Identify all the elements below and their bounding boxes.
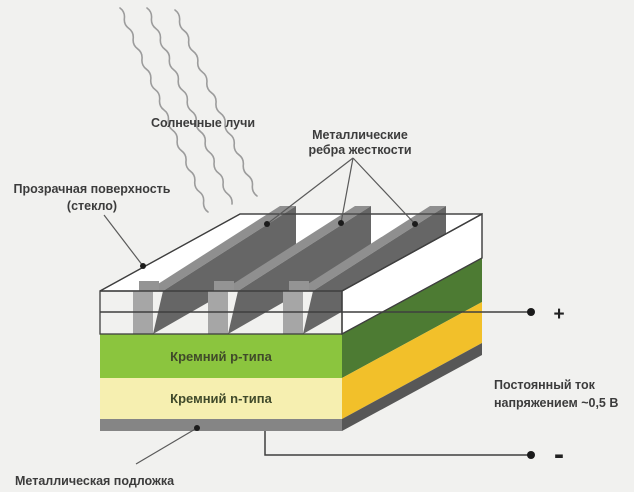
glass-label-line1: Прозрачная поверхность: [14, 182, 171, 196]
rib-2-side-face: [228, 206, 371, 334]
plus-terminal-dot: [527, 308, 535, 316]
n-layer-side: [342, 302, 482, 419]
glass-leader-dot: [140, 263, 146, 269]
sun-ray-2: [146, 7, 233, 205]
glass-label-line2: (стекло): [67, 199, 117, 213]
glass-side-outline: [341, 212, 483, 336]
ribs-label-line2: ребра жесткости: [308, 143, 411, 157]
metal-ribs: [133, 206, 446, 334]
rib-2-front-cap: [214, 281, 234, 291]
sun-ray-3: [174, 9, 258, 197]
p-layer-front: [100, 334, 342, 378]
rib-leader-line-2: [340, 157, 354, 224]
n-layer-front: [100, 378, 342, 419]
ribs-label-line1: Металлические: [312, 128, 408, 142]
p-layer-label: Кремний p-типа: [170, 349, 272, 364]
substrate-leader-line: [135, 427, 198, 465]
sun-rays-label: Солнечные лучи: [151, 116, 255, 130]
substrate-side: [342, 343, 482, 431]
minus-terminal-dot: [527, 451, 535, 459]
sun-rays: [119, 7, 258, 213]
plus-terminal-label: +: [553, 304, 564, 325]
minus-wire: [264, 431, 531, 456]
p-layer-side: [342, 258, 482, 378]
rib-3-front-cap: [289, 281, 309, 291]
current-label-line1: Постоянный ток: [494, 378, 596, 392]
rib-1-front-cap: [139, 281, 159, 291]
minus-terminal-label: -: [554, 438, 564, 471]
rib-2-top-face: [222, 206, 371, 291]
rib-1-top-face: [147, 206, 296, 291]
rib-3-top-face: [297, 206, 446, 291]
rib-dot-2: [338, 220, 344, 226]
rib-3-side-face: [303, 206, 446, 334]
n-layer-label: Кремний n-типа: [170, 391, 272, 406]
substrate-label: Металлическая подложка: [15, 474, 175, 488]
rib-1-side-face: [153, 206, 296, 334]
rib-dot-3: [412, 221, 418, 227]
glass-leader-line: [103, 214, 144, 267]
rib-leader-line-1: [266, 157, 354, 225]
substrate-leader-dot: [194, 425, 200, 431]
substrate-front: [100, 419, 342, 431]
rib-leader-line-3: [352, 157, 416, 225]
sun-ray-1: [119, 7, 209, 213]
rib-dot-1: [264, 221, 270, 227]
current-label-line2: напряжением ~0,5 В: [494, 396, 618, 410]
